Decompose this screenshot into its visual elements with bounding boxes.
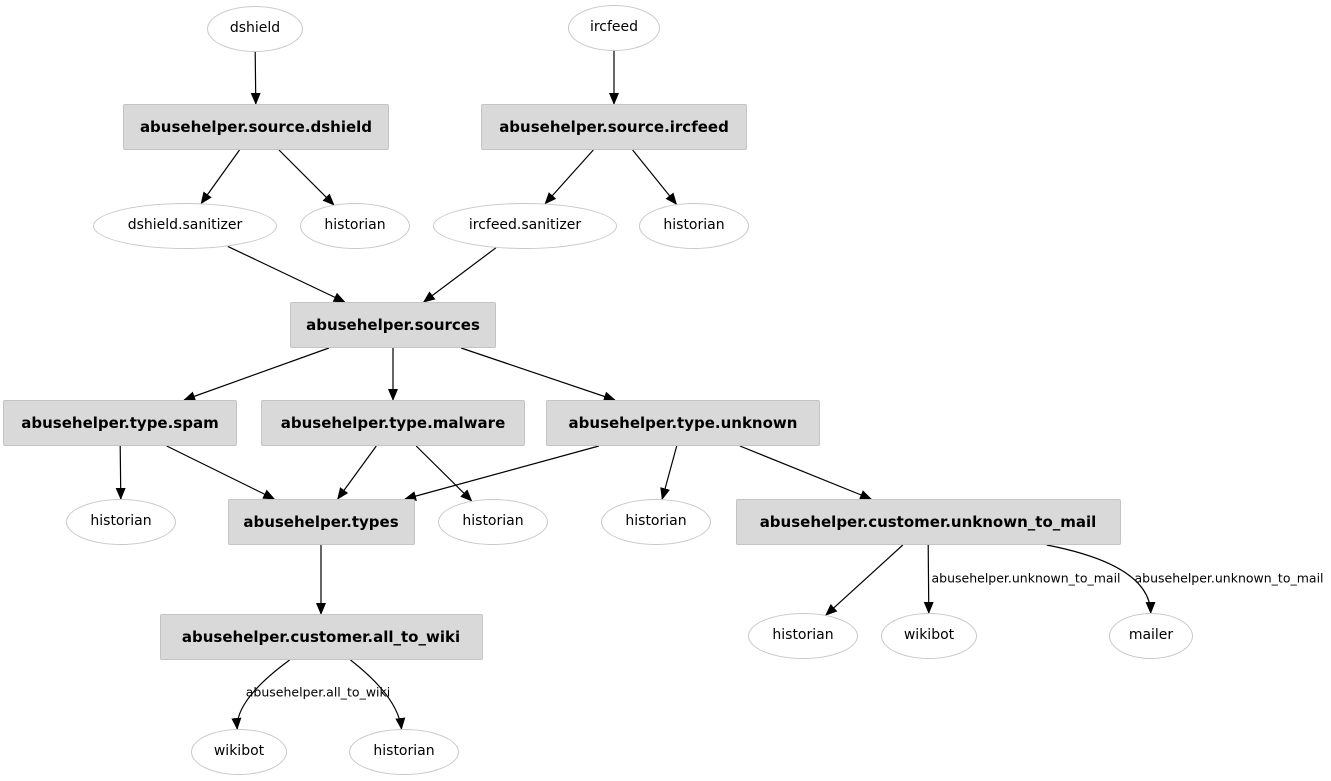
node-historian-1: historian: [300, 203, 410, 249]
node-ircfeed: ircfeed: [568, 5, 660, 51]
node-source-ircfeed: abusehelper.source.ircfeed: [481, 104, 747, 150]
node-wikibot-1: wikibot: [881, 613, 977, 659]
node-label: abusehelper.type.spam: [21, 413, 219, 432]
edge-type-unknown-types: [404, 445, 600, 501]
edge-type-spam-historian-3: [115, 445, 126, 500]
node-label: historian: [90, 513, 152, 530]
edge-dshield-source-dshield: [250, 51, 261, 105]
node-label: historian: [324, 217, 386, 234]
edge-customer-unknown-to-mail-historian-6: [825, 544, 904, 616]
node-historian-5: historian: [601, 499, 711, 545]
node-historian-7: historian: [349, 729, 459, 775]
node-type-unknown: abusehelper.type.unknown: [546, 400, 820, 446]
node-source-dshield: abusehelper.source.dshield: [123, 104, 389, 150]
node-label: abusehelper.source.ircfeed: [499, 117, 729, 136]
edge-source-ircfeed-historian-2: [632, 149, 678, 205]
node-label: historian: [663, 217, 725, 234]
node-label: mailer: [1128, 627, 1174, 644]
node-label: abusehelper.type.unknown: [568, 413, 798, 432]
node-historian-2: historian: [639, 203, 749, 249]
node-label: abusehelper.type.malware: [280, 413, 506, 432]
node-label: dshield.sanitizer: [127, 217, 243, 234]
edge-source-dshield-dshield-sanitizer: [200, 149, 240, 205]
edge-customer-all-to-wiki-historian-7: [350, 659, 406, 730]
node-label: abusehelper.source.dshield: [139, 117, 373, 136]
node-customer-unknown-to-mail: abusehelper.customer.unknown_to_mail: [735, 499, 1121, 545]
edge-sources-type-unknown: [460, 347, 616, 402]
node-dshield: dshield: [207, 6, 303, 52]
node-type-malware: abusehelper.type.malware: [261, 400, 525, 446]
edge-source-dshield-historian-1: [278, 149, 335, 206]
edge-customer-unknown-to-mail-wikibot-1: [923, 544, 934, 614]
edge-source-ircfeed-ircfeed-sanitizer: [544, 149, 594, 205]
edge-type-unknown-historian-5: [660, 445, 678, 501]
node-label: historian: [462, 513, 524, 530]
node-label: ircfeed: [589, 19, 639, 36]
node-label: dshield: [229, 20, 281, 37]
edge-customer-all-to-wiki-wikibot-2: [231, 659, 290, 730]
node-sources: abusehelper.sources: [290, 302, 496, 348]
node-historian-6: historian: [748, 613, 858, 659]
node-label: abusehelper.sources: [306, 315, 480, 334]
node-historian-4: historian: [438, 499, 548, 545]
node-dshield-sanitizer: dshield.sanitizer: [93, 203, 277, 249]
edge-type-malware-types: [337, 445, 377, 500]
edge-type-malware-historian-4: [415, 445, 473, 502]
node-label: abusehelper.types: [243, 512, 399, 531]
node-type-spam: abusehelper.type.spam: [3, 400, 237, 446]
node-label: ircfeed.sanitizer: [468, 217, 582, 234]
edge-ircfeed-sanitizer-sources: [422, 247, 497, 303]
node-historian-3: historian: [66, 499, 176, 545]
node-label: historian: [373, 743, 435, 760]
node-ircfeed-sanitizer: ircfeed.sanitizer: [433, 203, 617, 249]
node-label: historian: [772, 627, 834, 644]
node-customer-all-to-wiki: abusehelper.customer.all_to_wiki: [159, 614, 483, 660]
edge-label: abusehelper.unknown_to_mail: [931, 570, 1121, 586]
node-wikibot-2: wikibot: [191, 729, 287, 775]
edge-type-unknown-customer-unknown-to-mail: [739, 445, 873, 500]
node-label: wikibot: [903, 627, 955, 644]
node-label: abusehelper.customer.unknown_to_mail: [759, 512, 1097, 531]
node-label: historian: [625, 513, 687, 530]
node-mailer: mailer: [1109, 613, 1193, 659]
edge-type-spam-types: [166, 445, 276, 500]
node-label: wikibot: [213, 743, 265, 760]
edge-label: abusehelper.unknown_to_mail: [1134, 570, 1324, 586]
edge-customer-unknown-to-mail-mailer: [1046, 544, 1156, 614]
edge-dshield-sanitizer-sources: [227, 245, 346, 303]
node-types: abusehelper.types: [227, 499, 415, 545]
node-label: abusehelper.customer.all_to_wiki: [181, 627, 461, 646]
edge-label: abusehelper.all_to_wiki: [245, 684, 391, 700]
edge-sources-type-spam: [183, 347, 330, 401]
